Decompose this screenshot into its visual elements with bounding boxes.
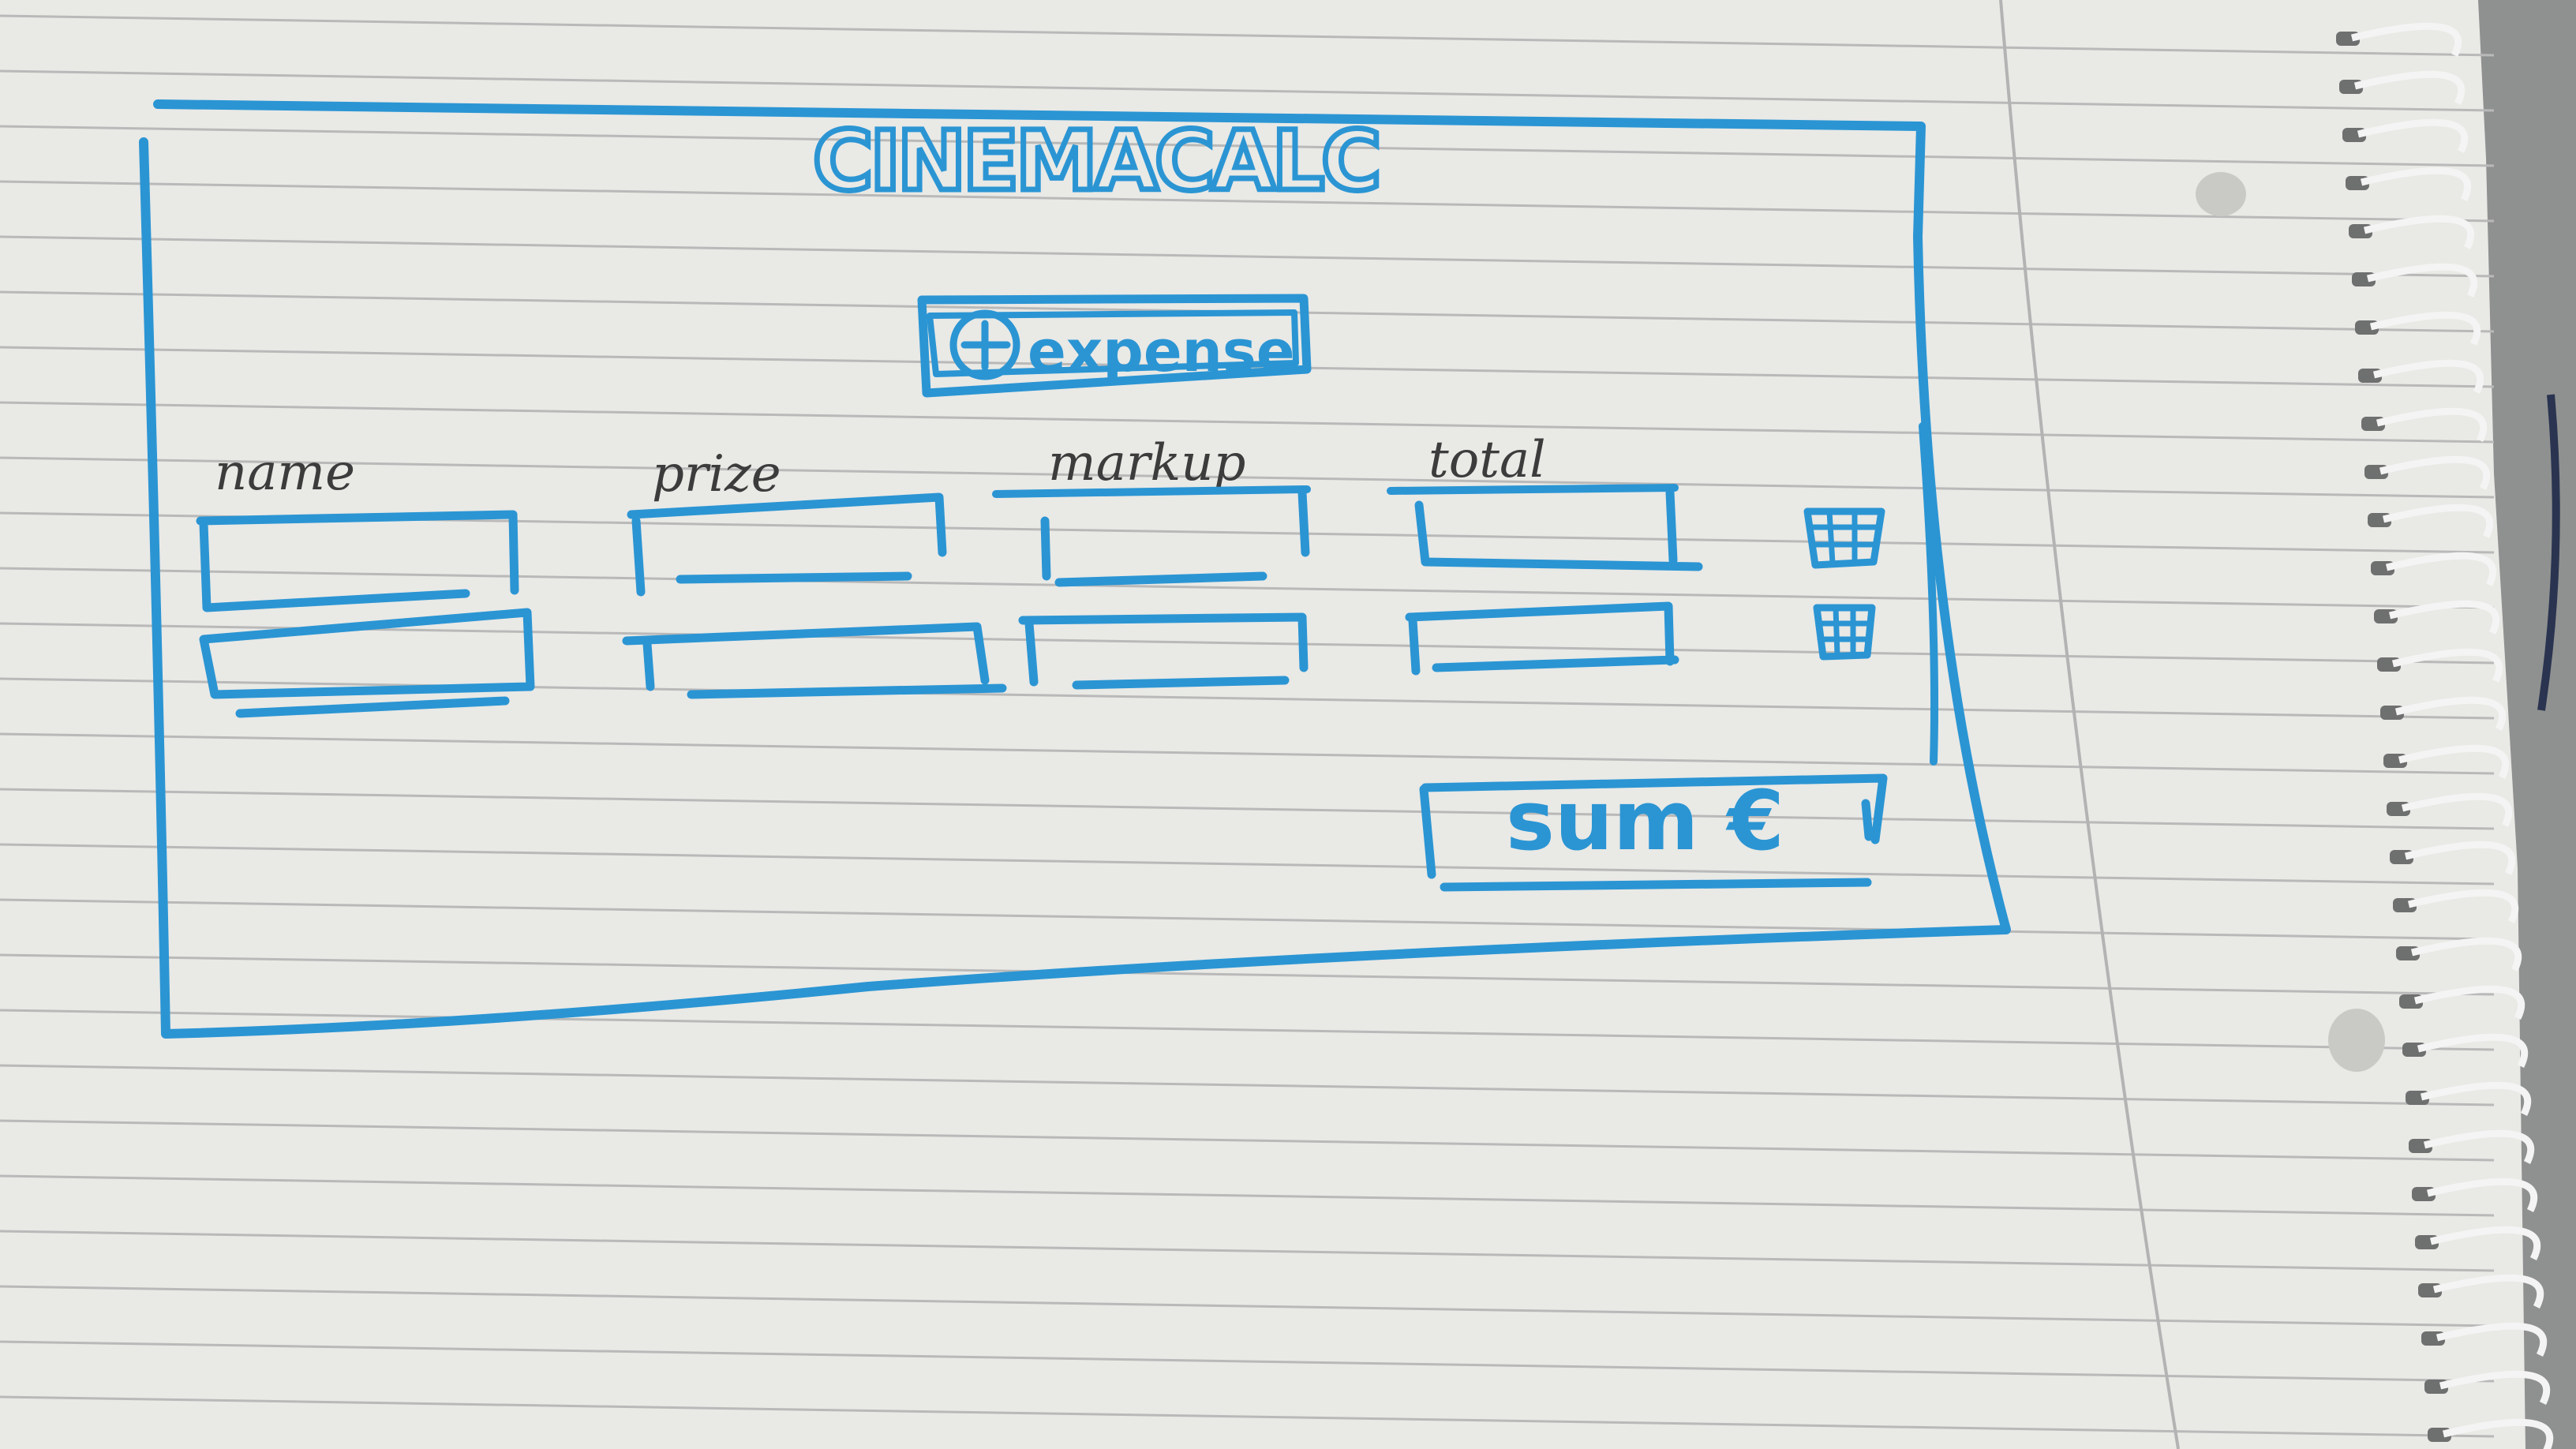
- spiral-coil: [2429, 1226, 2541, 1261]
- spiral-coil: [2439, 1370, 2551, 1406]
- add-expense-button-inner-border: [927, 309, 1299, 377]
- spiral-coil: [2369, 311, 2481, 346]
- desk-background: [2478, 0, 2576, 1449]
- spiral-coil: [2353, 70, 2466, 106]
- column-header-name: name: [215, 444, 355, 502]
- table-row: [196, 488, 1885, 612]
- column-header-prize: prize: [652, 445, 781, 504]
- spiral-coil: [2385, 552, 2497, 587]
- app-window: CINEMACALC expense name prize markup tot…: [139, 99, 2011, 1039]
- spiral-coil: [2382, 504, 2494, 539]
- spiral-coil: [2372, 359, 2484, 395]
- spiral-coil: [2404, 841, 2516, 876]
- punch-hole: [2328, 1009, 2385, 1072]
- app-title: CINEMACALC: [813, 113, 1379, 209]
- window-frame: [139, 99, 2011, 1039]
- spiral-coil: [2394, 696, 2507, 732]
- delete-row-button[interactable]: [1813, 604, 1876, 661]
- spiral-coil: [2420, 1081, 2532, 1117]
- punch-hole: [2196, 172, 2246, 216]
- delete-row-button[interactable]: [1803, 507, 1885, 569]
- markup-input[interactable]: [1040, 488, 1310, 587]
- spiral-coil: [2366, 263, 2478, 298]
- spiral-coil: [2426, 1178, 2538, 1213]
- markup-input[interactable]: [1018, 612, 1309, 690]
- name-input[interactable]: [196, 510, 519, 612]
- spiral-coil: [2401, 792, 2513, 828]
- sum-label: sum €: [1506, 773, 1784, 869]
- spiral-coil: [2423, 1129, 2535, 1165]
- spiral-coil: [2388, 600, 2500, 635]
- spiral-coil: [2413, 985, 2525, 1020]
- prize-input[interactable]: [627, 492, 947, 597]
- cable: [2537, 394, 2560, 711]
- spiral-coil: [2410, 937, 2522, 972]
- spiral-coil: [2350, 22, 2462, 58]
- column-header-total: total: [1428, 431, 1546, 489]
- spiral-coil: [2442, 1418, 2554, 1449]
- plus-circle-icon: [949, 309, 1020, 380]
- name-input[interactable]: [199, 608, 535, 718]
- spiral-coil: [2407, 889, 2519, 924]
- add-expense-button-border: [917, 294, 1312, 398]
- spiral-coil: [2391, 648, 2503, 683]
- add-expense-button[interactable]: expense: [917, 294, 1312, 398]
- spiral-coil: [2398, 744, 2510, 780]
- trash-icon: [1813, 604, 1876, 661]
- trash-icon: [1803, 507, 1885, 569]
- sum-field-border: [1419, 773, 1888, 892]
- spiral-coil: [2363, 215, 2475, 250]
- spiral-coil: [2379, 455, 2491, 491]
- spiral-coil: [2376, 407, 2488, 443]
- table-row: [199, 601, 1876, 718]
- add-expense-label: expense: [1028, 318, 1295, 384]
- total-header-underline: [1387, 484, 1679, 495]
- margin-line: [1999, 0, 2180, 1449]
- spiral-coil: [2360, 167, 2472, 202]
- column-header-markup: markup: [1048, 434, 1245, 492]
- total-input[interactable]: [1405, 601, 1679, 676]
- total-input[interactable]: [1414, 488, 1703, 571]
- prize-input[interactable]: [622, 622, 1007, 699]
- spiral-coil: [2357, 118, 2469, 154]
- spiral-coil: [2432, 1274, 2544, 1309]
- spiral-coil: [2417, 1033, 2529, 1069]
- spiral-binding: [2336, 22, 2554, 1449]
- sum-field: sum €: [1419, 773, 1888, 892]
- spiral-coil: [2436, 1322, 2548, 1357]
- markup-header-underline: [992, 485, 1311, 498]
- window-scrollbar[interactable]: [1919, 422, 1939, 766]
